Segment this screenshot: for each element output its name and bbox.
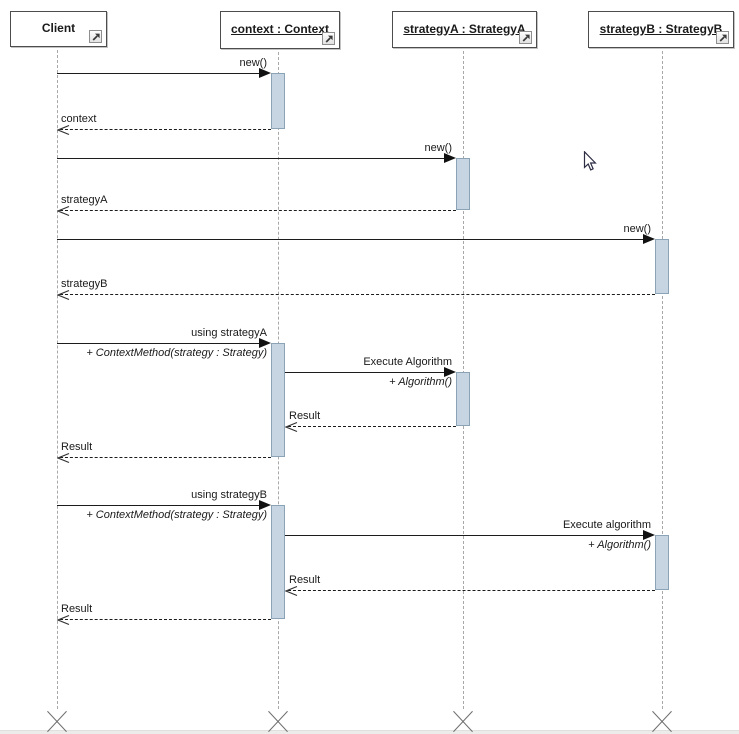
message-label: using strategyA — [191, 327, 267, 339]
activation-bar-strategyB[interactable] — [655, 535, 669, 590]
message-line[interactable] — [285, 535, 645, 536]
return-message-line[interactable] — [60, 619, 271, 620]
activation-bar-strategyA[interactable] — [456, 158, 470, 210]
return-label: Result — [289, 410, 321, 422]
destroy-cross-icon — [45, 709, 69, 733]
message-line[interactable] — [57, 239, 645, 240]
return-message-line[interactable] — [60, 294, 655, 295]
horizontal-scrollbar[interactable] — [0, 730, 739, 734]
participant-label: strategyA : StrategyA — [403, 21, 526, 36]
open-arrowhead-icon — [284, 584, 298, 602]
jump-arrow-icon[interactable] — [716, 31, 729, 44]
message-line[interactable] — [57, 343, 261, 344]
message-signature-label: + Algorithm() — [588, 539, 651, 551]
open-arrowhead-icon — [56, 613, 70, 631]
return-message-line[interactable] — [60, 210, 456, 211]
open-arrowhead-icon — [56, 451, 70, 469]
message-signature-label: + Algorithm() — [389, 376, 452, 388]
activation-bar-strategyA[interactable] — [456, 372, 470, 426]
destroy-cross-icon — [266, 709, 290, 733]
message-signature-label: + ContextMethod(strategy : Strategy) — [86, 509, 267, 521]
filled-arrowhead-icon — [643, 530, 655, 540]
message-label: new() — [239, 57, 267, 69]
return-label: context — [61, 113, 97, 125]
open-arrowhead-icon — [56, 123, 70, 141]
return-label: strategyB — [61, 278, 108, 290]
return-label: Result — [61, 603, 93, 615]
message-label: new() — [623, 223, 651, 235]
filled-arrowhead-icon — [259, 338, 271, 348]
message-line[interactable] — [57, 73, 261, 74]
return-message-line[interactable] — [288, 590, 655, 591]
message-label: Execute algorithm — [562, 519, 651, 531]
participant-box-context[interactable]: context : Context — [220, 11, 340, 49]
filled-arrowhead-icon — [259, 500, 271, 510]
activation-bar-context[interactable] — [271, 343, 285, 457]
participant-label: context : Context — [230, 22, 329, 36]
jump-arrow-icon[interactable] — [322, 32, 335, 45]
return-label: Result — [289, 574, 321, 586]
message-label: Execute Algorithm — [363, 356, 452, 368]
destroy-cross-icon — [650, 709, 674, 733]
message-label: using strategyB — [191, 489, 267, 501]
lifeline-client — [57, 45, 58, 709]
return-message-line[interactable] — [60, 129, 271, 130]
participant-label: Client — [41, 21, 76, 35]
filled-arrowhead-icon — [259, 68, 271, 78]
message-label: new() — [424, 142, 452, 154]
message-line[interactable] — [285, 372, 446, 373]
participant-box-client[interactable]: Client — [10, 11, 107, 47]
participant-label: strategyB : StrategyB — [599, 21, 723, 36]
jump-arrow-icon[interactable] — [89, 30, 102, 43]
return-label: strategyA — [61, 194, 108, 206]
return-label: Result — [61, 441, 93, 453]
lifeline-strategyB — [662, 46, 663, 709]
return-message-line[interactable] — [60, 457, 271, 458]
message-signature-label: + ContextMethod(strategy : Strategy) — [86, 347, 267, 359]
activation-bar-context[interactable] — [271, 73, 285, 129]
participant-box-strategyB[interactable]: strategyB : StrategyB — [588, 11, 734, 48]
open-arrowhead-icon — [284, 420, 298, 438]
return-message-line[interactable] — [288, 426, 456, 427]
filled-arrowhead-icon — [444, 153, 456, 163]
filled-arrowhead-icon — [444, 367, 456, 377]
message-line[interactable] — [57, 505, 261, 506]
participant-box-strategyA[interactable]: strategyA : StrategyA — [392, 11, 537, 48]
activation-bar-strategyB[interactable] — [655, 239, 669, 294]
message-line[interactable] — [57, 158, 446, 159]
open-arrowhead-icon — [56, 204, 70, 222]
mouse-cursor-icon — [583, 150, 598, 178]
filled-arrowhead-icon — [643, 234, 655, 244]
jump-arrow-icon[interactable] — [519, 31, 532, 44]
open-arrowhead-icon — [56, 288, 70, 306]
destroy-cross-icon — [451, 709, 475, 733]
activation-bar-context[interactable] — [271, 505, 285, 619]
